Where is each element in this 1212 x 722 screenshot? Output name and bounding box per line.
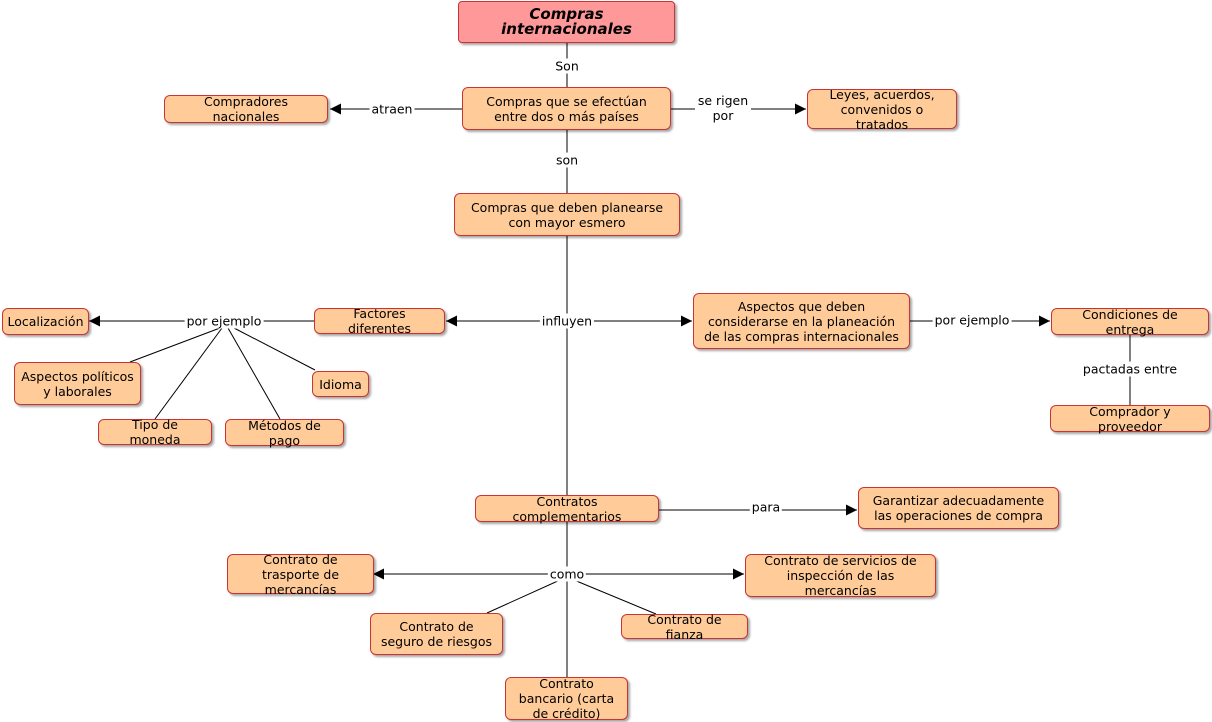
concept-contrato-seguro[interactable]: Contrato de seguro de riesgos [370, 613, 503, 655]
concept-comprador-proveedor[interactable]: Comprador y proveedor [1050, 404, 1210, 434]
link-label-atraen: atraen [369, 101, 415, 117]
concept-idioma[interactable]: Idioma [312, 371, 369, 397]
concept-contratos-complementarios[interactable]: Contratos complementarios [475, 494, 659, 524]
concept-garantizar[interactable]: Garantizar adecuadamente las operaciones… [858, 487, 1059, 529]
concept-contrato-transporte[interactable]: Contrato de trasporte de mercancías [227, 552, 374, 597]
link-label-influyen: influyen [539, 313, 595, 329]
line-contrato-seguro [486, 579, 561, 614]
link-label-por-ejemplo-aspectos: por ejemplo [932, 312, 1012, 328]
link-label-son: Son [553, 58, 581, 74]
concept-aspectos-planeacion[interactable]: Aspectos que deben considerarse en la pl… [693, 293, 910, 349]
concept-compradores-nacionales[interactable]: Compradores nacionales [164, 94, 328, 124]
link-label-pactadas-entre: pactadas entre [1080, 361, 1180, 377]
line-tipo-moneda [154, 327, 223, 420]
concept-factores-diferentes[interactable]: Factores diferentes [314, 306, 445, 336]
concept-planearse[interactable]: Compras que deben planearse con mayor es… [454, 193, 680, 236]
concept-compras-internacionales[interactable]: Compras internacionales [458, 1, 675, 43]
concept-localizacion[interactable]: Localización [2, 308, 89, 335]
concept-metodos-pago[interactable]: Métodos de pago [225, 418, 344, 448]
link-label-son-2: son [553, 152, 581, 168]
concept-contrato-fianza[interactable]: Contrato de fianza [621, 612, 748, 642]
concept-contrato-bancario[interactable]: Contrato bancario (carta de crédito) [505, 676, 628, 721]
concept-contrato-servicios[interactable]: Contrato de servicios de inspección de l… [745, 553, 936, 598]
link-label-como: como [547, 566, 587, 582]
link-label-por-ejemplo-factores: por ejemplo [184, 313, 264, 329]
line-idioma [233, 327, 316, 371]
concept-aspectos-politicos[interactable]: Aspectos políticos y laborales [14, 362, 141, 405]
concept-leyes[interactable]: Leyes, acuerdos, convenidos o tratados [807, 87, 957, 132]
concept-condiciones-entrega[interactable]: Condiciones de entrega [1051, 307, 1209, 337]
concept-tipo-moneda[interactable]: Tipo de moneda [98, 417, 212, 447]
link-label-se-rigen-por: se rigen por [695, 93, 751, 123]
line-metodos-pago [227, 327, 281, 420]
line-contrato-fianza [573, 579, 657, 615]
concept-compras-paises[interactable]: Compras que se efectúan entre dos o más … [462, 87, 671, 130]
link-label-para: para [749, 499, 783, 515]
line-aspectos-politicos [129, 327, 221, 363]
